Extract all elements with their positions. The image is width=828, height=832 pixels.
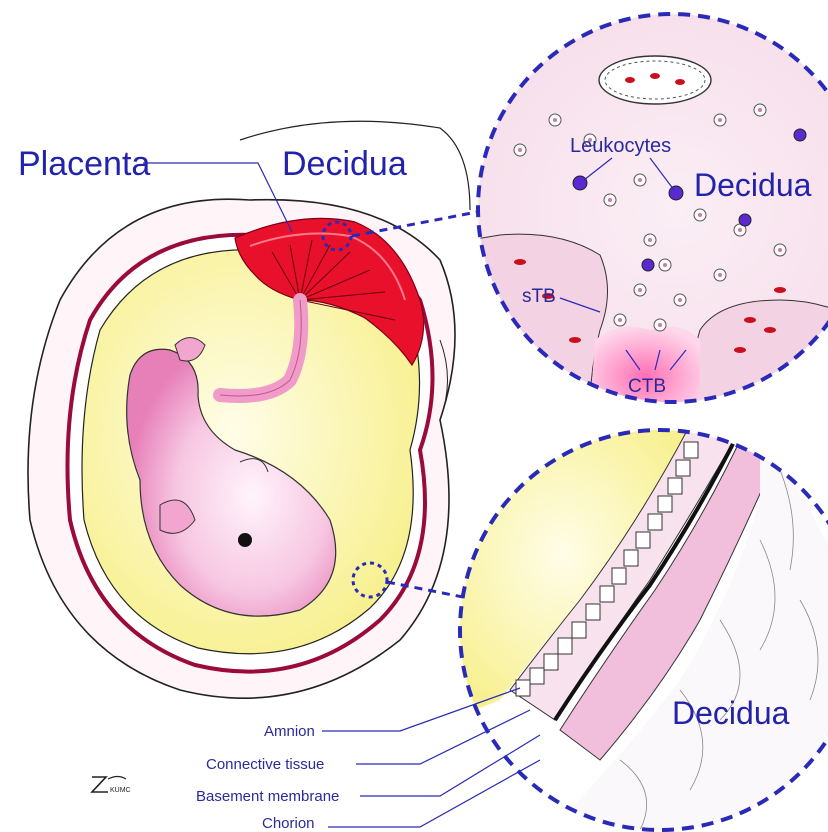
stb-label: sTB [522,286,556,307]
leukocytes-label: Leukocytes [570,135,671,157]
placenta-label: Placenta [18,145,150,183]
decidua-main-label: Decidua [282,145,407,183]
top-inset-content [470,10,828,410]
basement-membrane-label: Basement membrane [196,788,339,805]
chorion-label: Chorion [262,815,315,832]
decidua-bottom-inset-label: Decidua [672,695,790,731]
kumc-logo-text: KUMC [110,787,131,794]
decidua-top-inset-label: Decidua [694,167,812,203]
ctb-label: CTB [628,376,666,397]
amnion-label: Amnion [264,723,315,740]
connective-tissue-label: Connective tissue [206,756,324,773]
bottom-inset-content [450,420,828,832]
